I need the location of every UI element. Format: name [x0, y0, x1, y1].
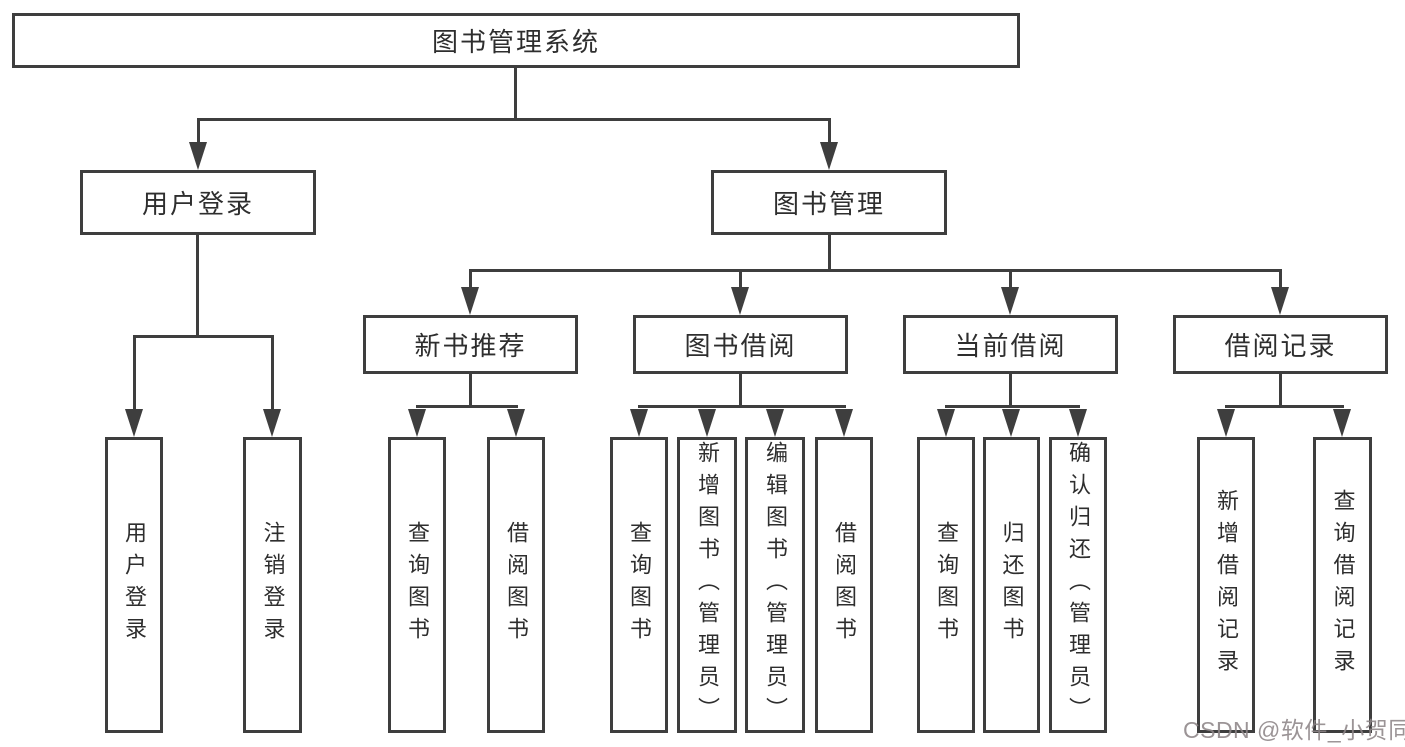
- box-borrowing-records-label: 借阅记录: [1224, 331, 1337, 361]
- connector-line: [945, 405, 1080, 408]
- connector-line: [514, 68, 517, 120]
- root-label: 图书管理系统: [431, 27, 600, 57]
- connector-line: [1279, 272, 1282, 287]
- connector-line: [739, 374, 742, 408]
- leaf-label: 归还图书: [999, 521, 1025, 649]
- arrow-down-icon: [1069, 409, 1087, 437]
- leaf-box-query-books-3: 查询图书: [917, 437, 975, 733]
- leaf-box-user-login: 用户登录: [105, 437, 163, 733]
- leaf-box-confirm-return-admin: 确认归还（管理员）: [1049, 437, 1107, 733]
- connector-line: [197, 118, 200, 144]
- leaf-label: 借阅图书: [832, 521, 857, 649]
- connector-line: [828, 235, 831, 271]
- leaf-label: 查询图书: [627, 521, 652, 649]
- box-book-management-label: 图书管理: [772, 189, 885, 219]
- arrow-down-icon: [408, 409, 426, 437]
- connector-line: [1225, 405, 1344, 408]
- leaf-box-query-borrow-record: 查询借阅记录: [1313, 437, 1372, 733]
- leaf-box-return-books: 归还图书: [983, 437, 1040, 733]
- leaf-label: 借阅图书: [504, 521, 529, 649]
- connector-line: [469, 374, 472, 408]
- arrow-down-icon: [1002, 409, 1020, 437]
- connector-line: [638, 405, 846, 408]
- leaf-label: 新增借阅记录: [1214, 489, 1239, 681]
- connector-line: [196, 235, 199, 337]
- box-current-borrowing-label: 当前借阅: [954, 331, 1067, 361]
- arrow-down-icon: [1333, 409, 1351, 437]
- leaf-box-add-borrow-record: 新增借阅记录: [1197, 437, 1255, 733]
- box-current-borrowing: 当前借阅: [903, 315, 1118, 374]
- leaf-label: 新增图书（管理员）: [695, 441, 720, 729]
- arrow-down-icon: [507, 409, 525, 437]
- box-borrowing-records: 借阅记录: [1173, 315, 1388, 374]
- box-new-book-recommend: 新书推荐: [363, 315, 578, 374]
- connector-line: [197, 118, 831, 121]
- leaf-box-add-books-admin: 新增图书（管理员）: [677, 437, 737, 733]
- connector-line: [416, 405, 518, 408]
- arrow-down-icon: [820, 142, 838, 170]
- leaf-label: 编辑图书（管理员）: [763, 441, 788, 729]
- arrow-down-icon: [263, 409, 281, 437]
- root-box-library-system: 图书管理系统: [12, 13, 1020, 68]
- connector-line: [739, 272, 742, 287]
- connector-line: [1009, 374, 1012, 408]
- arrow-down-icon: [461, 287, 479, 315]
- arrow-down-icon: [125, 409, 143, 437]
- connector-line: [133, 338, 136, 409]
- leaf-label: 查询图书: [934, 521, 959, 649]
- csdn-watermark: CSDN @软件_小贺同学: [1183, 717, 1405, 743]
- arrow-down-icon: [1217, 409, 1235, 437]
- connector-line: [1279, 374, 1282, 408]
- connector-line: [271, 338, 274, 409]
- arrow-down-icon: [630, 409, 648, 437]
- leaf-label: 注销登录: [260, 521, 286, 649]
- leaf-label: 确认归还（管理员）: [1066, 441, 1091, 729]
- arrow-down-icon: [937, 409, 955, 437]
- arrow-down-icon: [1001, 287, 1019, 315]
- leaf-box-query-books-1: 查询图书: [388, 437, 446, 733]
- leaf-label: 查询借阅记录: [1330, 489, 1356, 681]
- arrow-down-icon: [835, 409, 853, 437]
- box-book-borrowing: 图书借阅: [633, 315, 848, 374]
- connector-line: [133, 335, 274, 338]
- box-user-login-label: 用户登录: [141, 189, 254, 219]
- box-new-book-recommend-label: 新书推荐: [414, 331, 527, 361]
- arrow-down-icon: [698, 409, 716, 437]
- arrow-down-icon: [1271, 287, 1289, 315]
- leaf-box-logout: 注销登录: [243, 437, 302, 733]
- arrow-down-icon: [731, 287, 749, 315]
- connector-line: [828, 118, 831, 144]
- leaf-box-borrow-books-1: 借阅图书: [487, 437, 545, 733]
- connector-line: [469, 272, 472, 287]
- arrow-down-icon: [766, 409, 784, 437]
- connector-line: [469, 269, 1282, 272]
- arrow-down-icon: [189, 142, 207, 170]
- leaf-box-query-books-2: 查询图书: [610, 437, 668, 733]
- leaf-label: 查询图书: [405, 521, 430, 649]
- leaf-box-borrow-books-2: 借阅图书: [815, 437, 873, 733]
- box-book-borrowing-label: 图书借阅: [684, 331, 797, 361]
- box-book-management: 图书管理: [711, 170, 947, 235]
- connector-line: [1009, 272, 1012, 287]
- leaf-box-edit-books-admin: 编辑图书（管理员）: [745, 437, 805, 733]
- box-user-login: 用户登录: [80, 170, 316, 235]
- leaf-label: 用户登录: [122, 521, 147, 649]
